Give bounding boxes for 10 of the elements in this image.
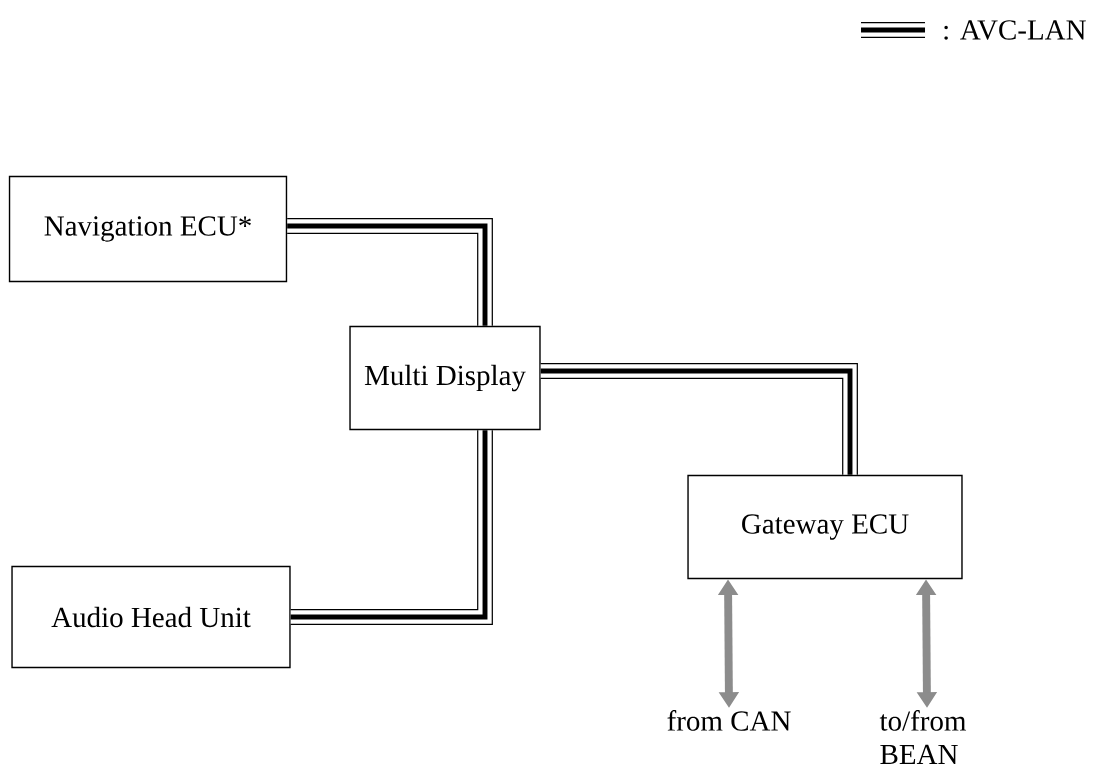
bus-label: to/from BEAN xyxy=(879,710,967,764)
component-box: Audio Head Unit xyxy=(11,565,291,669)
component-box: Navigation ECU* xyxy=(8,175,288,283)
bus-cable xyxy=(540,363,858,475)
bus-label: from CAN xyxy=(667,710,791,731)
legend-text: : AVC-LAN xyxy=(944,20,1086,40)
bus-cable xyxy=(290,430,493,625)
component-box: Gateway ECU xyxy=(687,474,963,580)
component-box: Multi Display xyxy=(349,325,541,431)
bus-cable xyxy=(287,218,493,326)
